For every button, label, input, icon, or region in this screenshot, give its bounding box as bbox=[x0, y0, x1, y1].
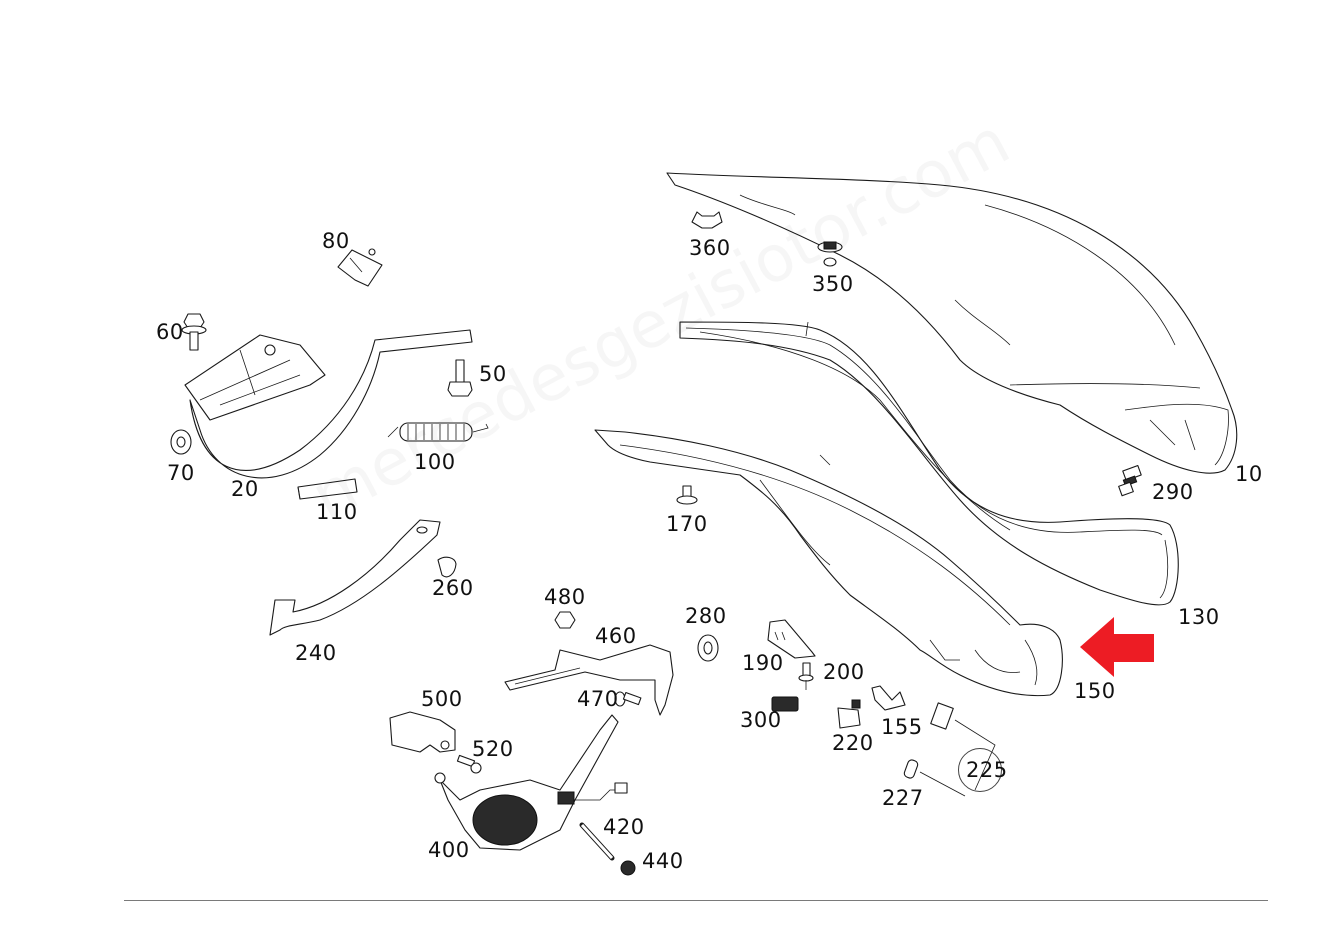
part-290-sensor[interactable] bbox=[1118, 465, 1142, 497]
part-130-seal[interactable] bbox=[679, 321, 1179, 606]
part-70-grommet[interactable] bbox=[170, 429, 192, 455]
label-part-300[interactable]: 300 bbox=[740, 708, 782, 732]
part-460-bracket[interactable] bbox=[504, 644, 674, 716]
label-part-220[interactable]: 220 bbox=[832, 731, 874, 755]
arrow-left-icon[interactable] bbox=[1080, 617, 1154, 677]
label-part-350[interactable]: 350 bbox=[812, 272, 854, 296]
callout-circle-225 bbox=[958, 748, 1002, 792]
part-170-clip[interactable] bbox=[676, 485, 698, 505]
part-470-bolt[interactable] bbox=[614, 691, 642, 707]
label-part-360[interactable]: 360 bbox=[689, 236, 731, 260]
part-110-foam-block[interactable] bbox=[297, 478, 358, 500]
part-10-trunk-lid[interactable] bbox=[666, 172, 1238, 474]
label-part-50[interactable]: 50 bbox=[479, 362, 507, 386]
label-part-150[interactable]: 150 bbox=[1074, 679, 1116, 703]
label-part-200[interactable]: 200 bbox=[823, 660, 865, 684]
label-part-280[interactable]: 280 bbox=[685, 604, 727, 628]
label-part-225[interactable]: 225 bbox=[966, 758, 1008, 782]
label-part-470[interactable]: 470 bbox=[577, 687, 619, 711]
label-part-400[interactable]: 400 bbox=[428, 838, 470, 862]
part-280-grommet[interactable] bbox=[697, 634, 719, 662]
label-part-110[interactable]: 110 bbox=[316, 500, 358, 524]
label-part-260[interactable]: 260 bbox=[432, 576, 474, 600]
part-500-bracket[interactable] bbox=[389, 711, 456, 753]
part-225-lamp[interactable] bbox=[930, 702, 996, 791]
part-60-bolt[interactable] bbox=[181, 313, 207, 351]
part-520-bolt[interactable] bbox=[456, 754, 482, 774]
part-440-nut[interactable] bbox=[620, 860, 636, 876]
label-part-100[interactable]: 100 bbox=[414, 450, 456, 474]
part-220-switch[interactable] bbox=[837, 699, 861, 729]
part-150-inner-trim[interactable] bbox=[594, 429, 1063, 697]
part-300-module[interactable] bbox=[771, 696, 799, 712]
part-80-bracket[interactable] bbox=[337, 248, 383, 287]
part-155-bracket[interactable] bbox=[871, 685, 906, 711]
label-part-130[interactable]: 130 bbox=[1178, 605, 1220, 629]
label-part-420[interactable]: 420 bbox=[603, 815, 645, 839]
label-part-70[interactable]: 70 bbox=[167, 461, 195, 485]
part-360-clip[interactable] bbox=[691, 211, 723, 229]
label-part-190[interactable]: 190 bbox=[742, 651, 784, 675]
part-20-hinge[interactable] bbox=[184, 329, 473, 479]
label-part-60[interactable]: 60 bbox=[156, 320, 184, 344]
label-part-10[interactable]: 10 bbox=[1235, 462, 1263, 486]
label-part-80[interactable]: 80 bbox=[322, 229, 350, 253]
label-part-480[interactable]: 480 bbox=[544, 585, 586, 609]
part-50-bolt[interactable] bbox=[447, 359, 473, 397]
part-400-drive-unit[interactable] bbox=[434, 714, 628, 851]
label-part-440[interactable]: 440 bbox=[642, 849, 684, 873]
part-420-strut[interactable] bbox=[579, 822, 615, 861]
part-200-bolt[interactable] bbox=[798, 662, 814, 690]
part-227-bulb[interactable] bbox=[903, 759, 966, 797]
label-part-20[interactable]: 20 bbox=[231, 477, 259, 501]
part-350-holder[interactable] bbox=[817, 241, 843, 267]
label-part-500[interactable]: 500 bbox=[421, 687, 463, 711]
part-480-nut[interactable] bbox=[554, 611, 576, 629]
label-part-227[interactable]: 227 bbox=[882, 786, 924, 810]
label-part-290[interactable]: 290 bbox=[1152, 480, 1194, 504]
label-part-520[interactable]: 520 bbox=[472, 737, 514, 761]
part-240-trim-strip[interactable] bbox=[269, 519, 441, 636]
label-part-460[interactable]: 460 bbox=[595, 624, 637, 648]
part-260-clip[interactable] bbox=[437, 556, 457, 578]
footer-divider bbox=[124, 900, 1268, 901]
label-part-155[interactable]: 155 bbox=[881, 715, 923, 739]
label-part-240[interactable]: 240 bbox=[295, 641, 337, 665]
part-190-bracket[interactable] bbox=[767, 619, 816, 659]
part-100-spring[interactable] bbox=[387, 422, 489, 442]
label-part-170[interactable]: 170 bbox=[666, 512, 708, 536]
